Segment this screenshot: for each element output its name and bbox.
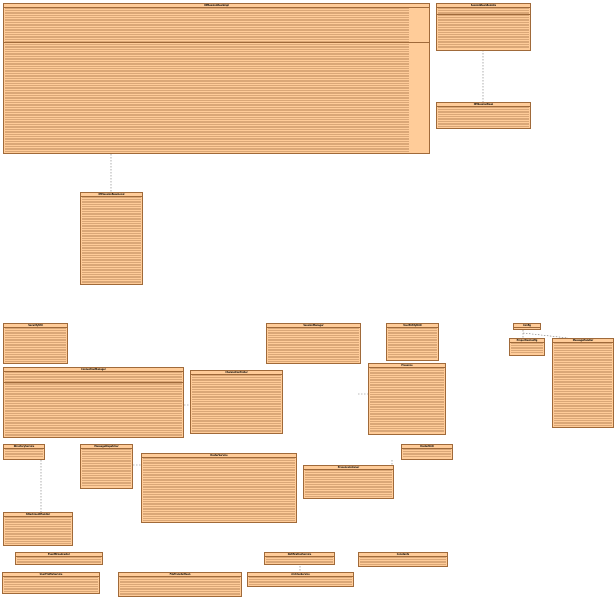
uml-class-userprofileservice[interactable]: UserProfileService: [2, 572, 100, 594]
uml-class-messagehandler[interactable]: ConnectionManager: [3, 367, 184, 438]
class-members: [143, 458, 295, 521]
class-members: [82, 449, 131, 487]
class-members: [249, 577, 352, 585]
class-members: [268, 328, 359, 362]
uml-class-propertiesconfig[interactable]: MessageHandler: [552, 338, 614, 428]
uml-class-rosterservice[interactable]: PresenceListener: [303, 465, 394, 499]
class-members: [403, 449, 451, 458]
class-title: PropertiesConfig: [510, 339, 544, 343]
class-members: [266, 557, 333, 563]
uml-class-rosterdao[interactable]: RosterDAO: [401, 444, 453, 460]
class-title: DirectoryService: [4, 445, 44, 449]
class-title: NotificationService: [265, 553, 334, 557]
uml-class-channelcontroller[interactable]: Presence: [368, 363, 446, 435]
class-title: Config: [514, 324, 540, 328]
class-members: [17, 557, 101, 563]
uml-class-userentitydao[interactable]: UserEntityDAO: [386, 323, 439, 361]
class-members: [5, 449, 43, 458]
uml-class-iimsessionbeanimpl[interactable]: IIMSessionBeanImpl: [3, 3, 430, 154]
class-members: [5, 8, 409, 152]
uml-class-sessionbeanremote[interactable]: SessionBeanRemote: [436, 3, 531, 51]
class-title: Constants: [359, 553, 447, 557]
uml-class-notificationservice[interactable]: NotificationService: [264, 552, 335, 565]
class-members: [511, 343, 543, 354]
class-title: RosterDAO: [402, 445, 452, 449]
class-title: SecurityUtil: [4, 324, 67, 328]
class-title: SessionBeanRemote: [437, 4, 530, 8]
class-title: PresenceListener: [304, 466, 393, 470]
class-title: IIMSessionBean: [437, 103, 530, 107]
uml-class-directoryservice[interactable]: MessageDispatcher: [80, 444, 133, 489]
class-title: ArchiveService: [248, 573, 353, 577]
class-title: IIMSessionBeanImpl: [4, 4, 429, 8]
class-title: UserProfileService: [3, 573, 99, 577]
class-members: [5, 328, 66, 362]
class-title: Presence: [369, 364, 445, 368]
uml-class-sessionmanager[interactable]: SessionManager: [266, 323, 361, 364]
class-title: SessionManager: [267, 324, 360, 328]
class-title: EventBroadcaster: [16, 553, 102, 557]
class-title: RosterService: [142, 454, 296, 458]
uml-class-config[interactable]: PropertiesConfig: [509, 338, 545, 356]
uml-class-presence[interactable]: DirectoryService: [3, 444, 45, 460]
class-title: AttachmentHandler: [4, 513, 72, 517]
class-members: [360, 557, 446, 565]
class-members: [305, 470, 392, 497]
class-title: ChannelController: [191, 371, 282, 375]
class-members: [120, 577, 240, 595]
class-title: ConnectionManager: [4, 368, 183, 372]
uml-class-iimsessionbean[interactable]: IIMSessionBean: [436, 102, 531, 129]
uml-class-configprovider[interactable]: Config: [513, 323, 541, 330]
class-title: IIMSessionBeanLocal: [81, 193, 142, 197]
uml-class-iimsessionbeanlocal[interactable]: IIMSessionBeanLocal: [80, 192, 143, 285]
class-title: MessageDispatcher: [81, 445, 132, 449]
uml-class-filetransferbean[interactable]: FileTransferBean: [118, 572, 242, 597]
uml-class-connectionmanager[interactable]: ChannelController: [190, 370, 283, 434]
uml-class-constants[interactable]: Constants: [358, 552, 448, 567]
class-members: [554, 343, 612, 426]
uml-class-eventbroadcaster[interactable]: EventBroadcaster: [15, 552, 103, 565]
uml-class-messagedispatcher[interactable]: RosterService: [141, 453, 297, 523]
class-title: UserEntityDAO: [387, 324, 438, 328]
class-title: FileTransferBean: [119, 573, 241, 577]
class-members: [5, 517, 71, 544]
uml-class-securityutil[interactable]: SecurityUtil: [3, 323, 68, 364]
class-members: [192, 375, 281, 432]
class-members: [4, 577, 98, 592]
class-members: [82, 197, 141, 283]
class-title: MessageHandler: [553, 339, 613, 343]
class-members: [388, 328, 437, 359]
class-members: [370, 368, 444, 433]
class-members: [438, 107, 529, 127]
uml-class-attachmenthandler[interactable]: AttachmentHandler: [3, 512, 73, 546]
uml-class-archiveservice[interactable]: ArchiveService: [247, 572, 354, 587]
